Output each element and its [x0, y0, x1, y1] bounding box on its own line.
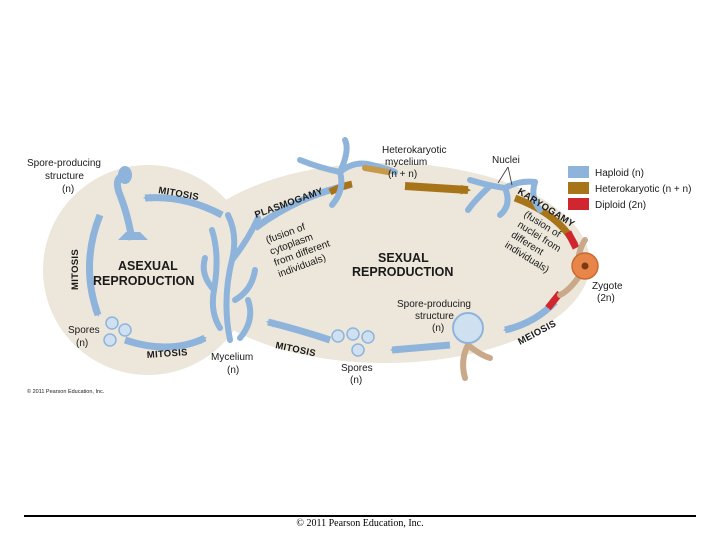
svg-text:(n): (n) [350, 375, 362, 386]
mitosis-left-label: MITOSIS [70, 249, 81, 290]
svg-text:mycelium: mycelium [385, 157, 427, 168]
spores-return-arrow [392, 345, 450, 350]
zygote-nucleus [582, 263, 589, 270]
zygote-label: Zygote (2n) [592, 281, 623, 304]
legend: Haploid (n) Heterokaryotic (n + n) Diplo… [568, 166, 691, 211]
svg-text:Heterokaryotic: Heterokaryotic [382, 145, 446, 156]
sexual-title-line2: REPRODUCTION [352, 265, 453, 279]
legend-label-haploid: Haploid (n) [595, 168, 644, 179]
svg-text:Spore-producing: Spore-producing [27, 158, 101, 169]
legend-label-diploid: Diploid (2n) [595, 200, 646, 211]
svg-text:Mycelium: Mycelium [211, 352, 253, 363]
legend-swatch-haploid [568, 166, 589, 178]
legend-label-heterokaryotic: Heterokaryotic (n + n) [595, 184, 691, 195]
svg-text:Spores: Spores [68, 325, 100, 336]
svg-text:(n): (n) [432, 323, 444, 334]
asexual-title-line2: REPRODUCTION [93, 274, 194, 288]
heterokaryotic-arrow [405, 186, 468, 190]
svg-text:(n): (n) [62, 184, 74, 195]
footer-rule [24, 515, 696, 517]
legend-swatch-diploid [568, 198, 589, 210]
spores-bottom-label: Spores (n) [341, 363, 373, 386]
footer-copyright: © 2011 Pearson Education, Inc. [0, 518, 720, 529]
svg-text:structure: structure [45, 171, 84, 182]
svg-text:Spores: Spores [341, 363, 373, 374]
svg-text:Spore-producing: Spore-producing [397, 299, 471, 310]
heterokaryotic-mycelium-brown [365, 168, 388, 172]
nuclei-label: Nuclei [492, 155, 520, 166]
mycelium-label: Mycelium (n) [211, 352, 253, 376]
svg-text:(2n): (2n) [597, 293, 615, 304]
sexual-title-line1: SEXUAL [378, 251, 429, 265]
svg-text:Zygote: Zygote [592, 281, 623, 292]
svg-text:structure: structure [415, 311, 454, 322]
svg-text:(n): (n) [227, 365, 239, 376]
svg-text:(n + n): (n + n) [388, 169, 417, 180]
svg-text:(n): (n) [76, 338, 88, 349]
legend-swatch-heterokaryotic [568, 182, 589, 194]
figure-copyright: © 2011 Pearson Education, Inc. [27, 388, 105, 395]
asexual-title-line1: ASEXUAL [118, 259, 178, 273]
